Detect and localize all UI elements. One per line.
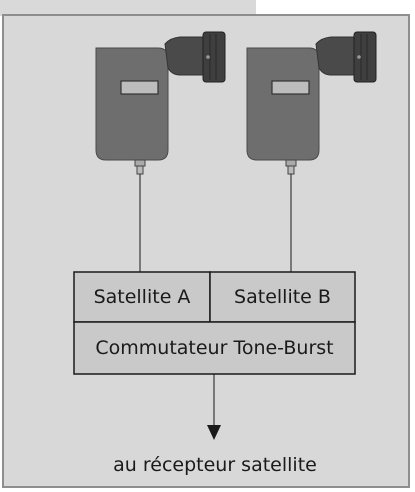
switch-label: Commutateur Tone-Burst xyxy=(95,337,334,359)
diagram-panel xyxy=(2,14,410,488)
output-label: au récepteur satellite xyxy=(113,454,317,476)
satellite-b-box xyxy=(209,271,356,323)
top-strip xyxy=(0,0,256,16)
lnb-b-icon xyxy=(246,31,377,175)
switch-box xyxy=(73,321,356,375)
satellite-a-label: Satellite A xyxy=(93,286,191,308)
lnb-a-icon xyxy=(95,31,226,175)
arrow-down-icon xyxy=(207,425,221,440)
satellite-b-label: Satellite B xyxy=(234,286,331,308)
